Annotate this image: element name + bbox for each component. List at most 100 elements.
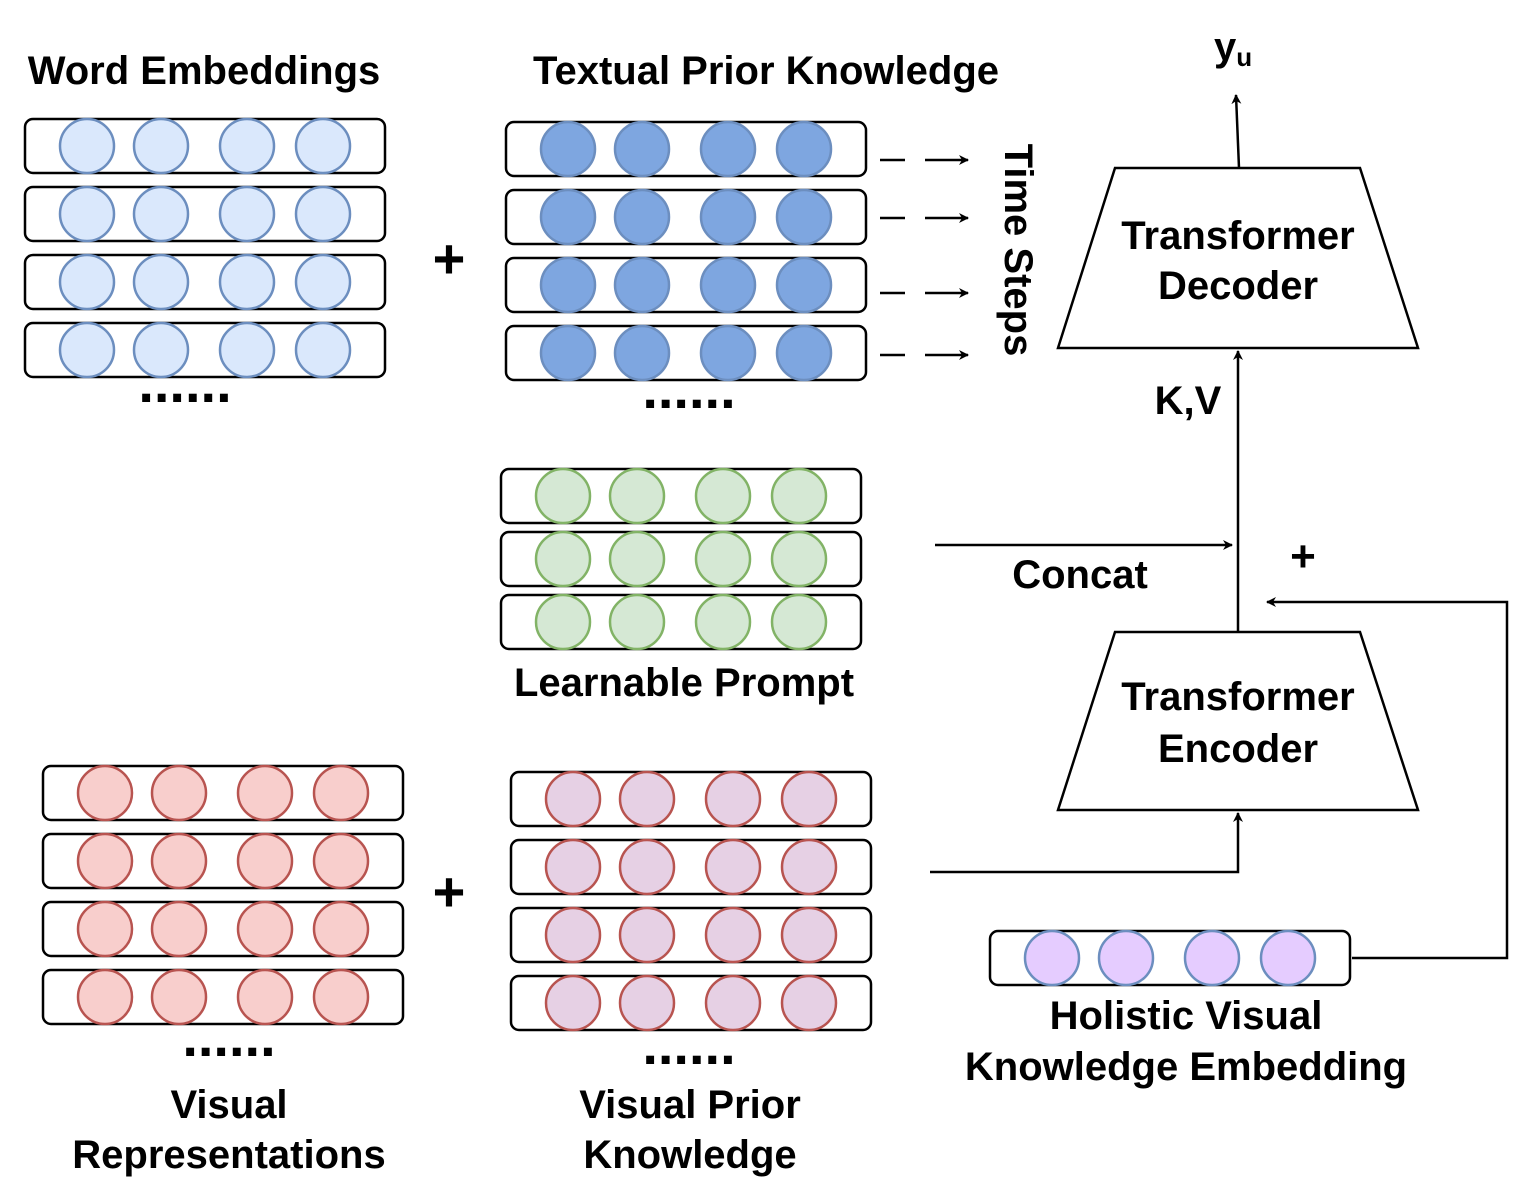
transformer-encoder-block [1056,630,1420,812]
visual-prior-ellipsis: ...... [642,1013,735,1076]
visual-prior-knowledge-group [509,770,873,1032]
textual-prior-knowledge-row-box [504,324,868,382]
token-groups [23,117,1352,1032]
visual-prior-knowledge-token [704,974,762,1032]
textual-prior-knowledge-row [504,188,868,246]
learnable-prompt-token [694,530,752,588]
visual-prior-knowledge-label-line2: Knowledge [583,1133,796,1177]
textual-prior-knowledge-token [699,188,757,246]
visual-prior-knowledge-token [544,838,602,896]
word-embeddings-token [218,253,276,311]
output-label: yu [1214,25,1252,72]
learnable-prompt-token [534,530,592,588]
word-embeddings-token [294,185,352,243]
learnable-prompt-group [499,467,863,651]
visual-prior-knowledge-token [544,974,602,1032]
word-embeddings-token [218,117,276,175]
word-embeddings-token [58,321,116,379]
visual-prior-knowledge-row-box [509,838,873,896]
word-embeddings-token [132,321,190,379]
learnable-prompt-row [499,530,863,588]
visual-representations-label-line1: Visual [170,1083,287,1127]
kv-label: K,V [1155,379,1222,423]
connectors [930,94,1509,960]
word-embeddings-token [294,253,352,311]
visual-representations-token [236,832,294,890]
visual-representations-token [150,832,208,890]
textual-prior-knowledge-row-box [504,120,868,178]
learnable-prompt-row-box [499,593,863,651]
visual-prior-knowledge-token [618,974,676,1032]
textual-prior-knowledge-row [504,120,868,178]
visual-representations-ellipsis: ...... [182,1005,275,1068]
visual-representations-row [41,968,405,1026]
textual-prior-knowledge-row [504,324,868,382]
textual-prior-knowledge-token [699,324,757,382]
visual-representations-token [76,832,134,890]
visual-prior-knowledge-row-box [509,974,873,1032]
decoder-label-line1: Transformer [1121,214,1354,258]
word-embeddings-row-box [23,185,387,243]
visual-prior-knowledge-token [544,906,602,964]
learnable-prompt-row [499,593,863,651]
word-embeddings-token [58,185,116,243]
visual-representations-row-box [41,764,405,822]
learnable-prompt-token [694,467,752,525]
output-subscript: u [1236,42,1252,72]
visual-representations-token [76,764,134,822]
word-embeddings-token [294,117,352,175]
word-embeddings-row [23,321,387,379]
word-embeddings-token [218,321,276,379]
word-embeddings-ellipsis: ...... [138,351,231,414]
plus-top-label: + [433,227,466,290]
visual-representations-row-box [41,832,405,890]
textual-prior-knowledge-token [539,256,597,314]
textual-prior-knowledge-group [504,120,868,382]
visual-representations-group [41,764,405,1026]
word-embeddings-row [23,185,387,243]
visual-representations-token [236,968,294,1026]
visual-representations-label-line2: Representations [72,1133,385,1177]
textual-prior-ellipsis: ...... [642,357,735,420]
visual-prior-knowledge-token [780,838,838,896]
visual-prior-knowledge-token [780,770,838,828]
textual-prior-knowledge-token [775,324,833,382]
word-embeddings-token [58,253,116,311]
textual-prior-knowledge-token [699,120,757,178]
word-embeddings-token [132,185,190,243]
visual-representations-token [150,900,208,958]
visual-representations-token [76,968,134,1026]
visual-representations-token [150,764,208,822]
textual-prior-knowledge-token [613,188,671,246]
learnable-prompt-token [608,530,666,588]
learnable-prompt-label: Learnable Prompt [514,661,854,705]
word-embeddings-row [23,117,387,175]
word-embeddings-row-box [23,117,387,175]
visual-prior-knowledge-token [704,906,762,964]
word-embeddings-token [218,185,276,243]
learnable-prompt-token [608,593,666,651]
learnable-prompt-token [694,593,752,651]
visual-representations-token [236,900,294,958]
holistic-visual-knowledge-embedding-token [1097,929,1155,987]
visual-representations-row [41,832,405,890]
visual-prior-knowledge-token [618,838,676,896]
learnable-prompt-row [499,467,863,525]
visual-representations-row-box [41,900,405,958]
learnable-prompt-row-box [499,467,863,525]
visual-prior-knowledge-token [780,906,838,964]
textual-prior-knowledge-token [775,188,833,246]
holistic-visual-knowledge-embedding-group [988,929,1352,987]
word-embeddings-token [132,253,190,311]
visual-prior-knowledge-token [780,974,838,1032]
visual-prior-knowledge-row [509,770,873,828]
plus-bottom-label: + [433,860,466,923]
word-embeddings-label: Word Embeddings [28,49,381,93]
holistic-visual-knowledge-embedding-row-box [988,929,1352,987]
holistic-visual-knowledge-embedding-row [988,929,1352,987]
visual-representations-token [76,900,134,958]
transformer-decoder-block [1056,166,1420,350]
word-embeddings-token [132,117,190,175]
word-embeddings-row-box [23,253,387,311]
holistic-label-line2: Knowledge Embedding [965,1045,1407,1089]
